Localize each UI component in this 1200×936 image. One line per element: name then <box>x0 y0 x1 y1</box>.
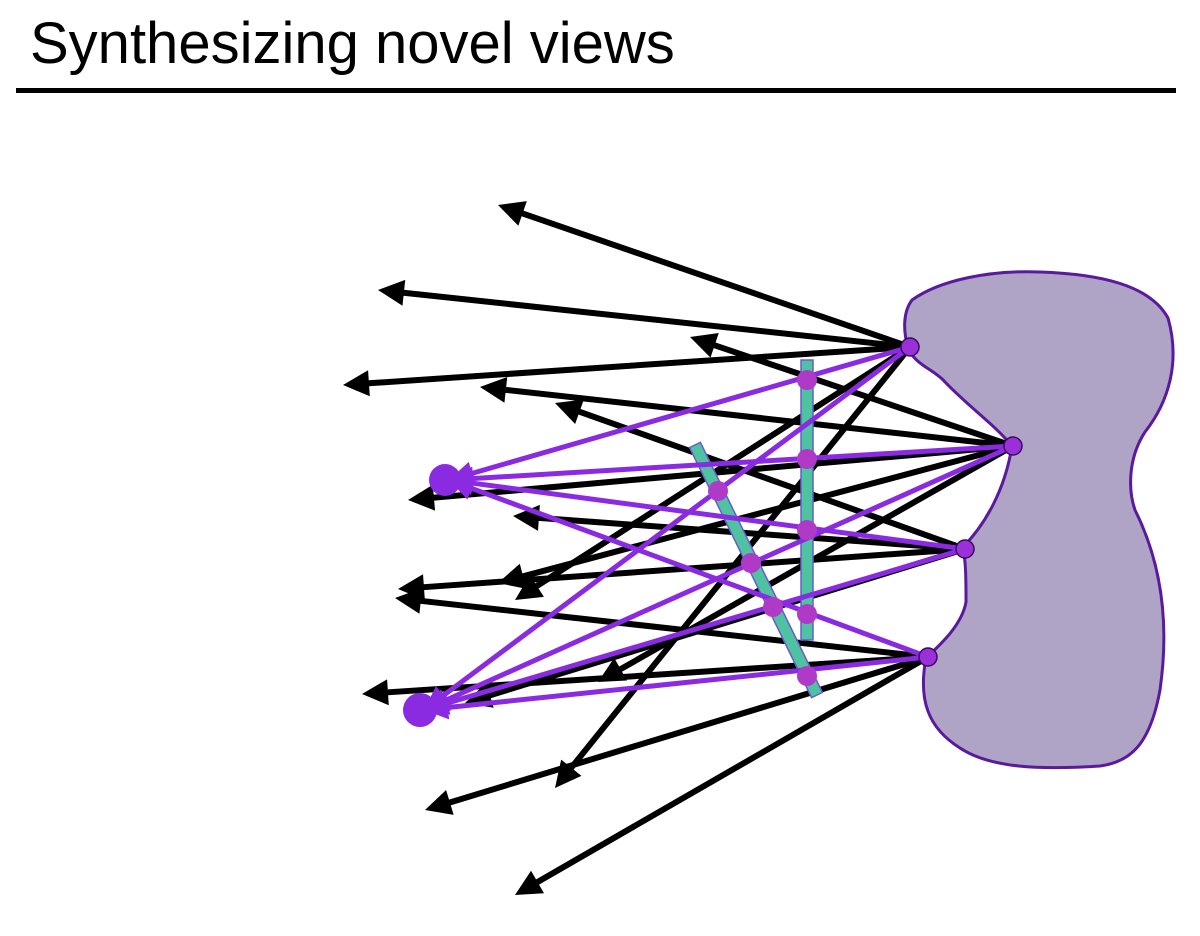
title-divider <box>16 88 1176 93</box>
novel-view-ray <box>424 344 913 710</box>
uv-plane <box>800 359 814 641</box>
light-ray <box>690 332 1016 449</box>
plane-intersection <box>797 604 817 624</box>
surface-point <box>955 539 975 559</box>
light-ray <box>378 279 913 350</box>
scene-object <box>903 270 1175 770</box>
plane-intersection <box>797 370 817 390</box>
plane-intersection <box>708 481 728 501</box>
light-ray <box>425 654 931 815</box>
light-ray <box>343 344 913 397</box>
surface-point <box>1003 436 1023 456</box>
surface-point <box>918 647 938 667</box>
plane-intersection <box>797 666 817 686</box>
light-ray <box>480 376 1016 449</box>
slide-title: Synthesizing novel views <box>30 11 675 76</box>
light-ray <box>515 654 931 895</box>
light-ray <box>498 201 913 350</box>
virtual-camera-lower <box>403 693 437 727</box>
virtual-camera-upper <box>429 464 461 496</box>
plane-intersection <box>797 449 817 469</box>
surface-point <box>900 337 920 357</box>
light-ray <box>395 587 931 660</box>
plane-intersection <box>763 597 783 617</box>
plane-intersection <box>797 520 817 540</box>
plane-intersection <box>741 553 761 573</box>
light-ray <box>555 399 968 552</box>
